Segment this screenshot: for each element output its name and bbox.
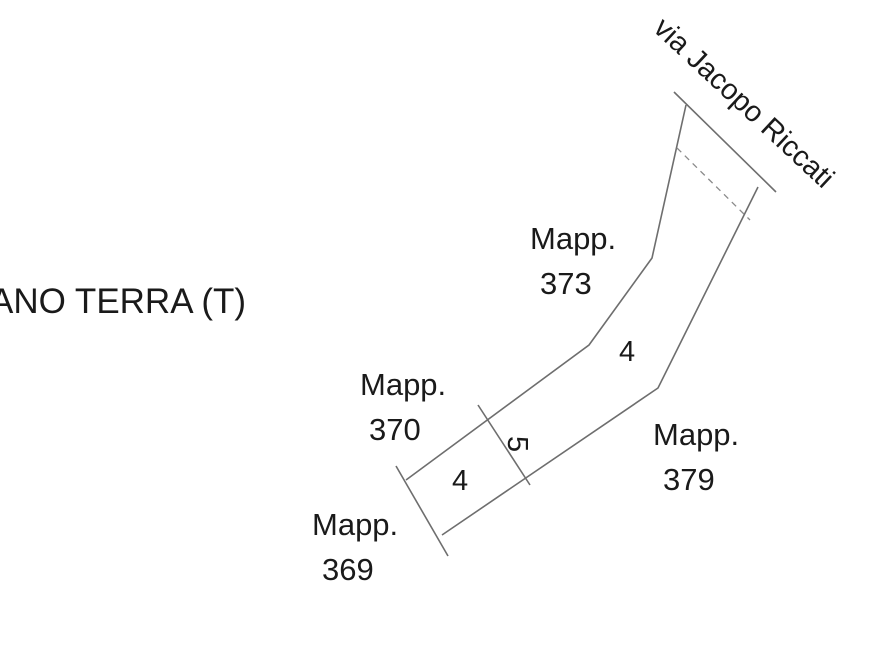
dimension-segment-length: 5 bbox=[501, 436, 533, 452]
parcel-label-379-line1: Mapp. bbox=[653, 417, 739, 452]
parcel-label-379: Mapp. 379 bbox=[653, 417, 739, 497]
parcel-label-369-line1: Mapp. bbox=[312, 507, 398, 542]
parcel-label-369-line2: 369 bbox=[322, 552, 374, 587]
floor-label: ANO TERRA (T) bbox=[0, 282, 246, 321]
parcel-left-boundary bbox=[405, 104, 687, 481]
parcel-right-boundary bbox=[441, 186, 759, 536]
parcel-label-373: Mapp. 373 bbox=[530, 221, 616, 301]
parcel-end-line bbox=[395, 465, 449, 557]
parcel-divider-line bbox=[477, 404, 531, 486]
dimension-upper-width: 4 bbox=[619, 336, 635, 368]
dimension-lower-width: 4 bbox=[452, 465, 468, 497]
street-boundary-line bbox=[673, 91, 777, 193]
parcel-label-370-line1: Mapp. bbox=[360, 367, 446, 402]
parcel-label-369: Mapp. 369 bbox=[312, 507, 398, 587]
street-label: via Jacopo Riccati bbox=[647, 12, 840, 195]
parcel-label-379-line2: 379 bbox=[663, 462, 715, 497]
parcel-label-370: Mapp. 370 bbox=[360, 367, 446, 447]
parcel-label-373-line1: Mapp. bbox=[530, 221, 616, 256]
parcel-label-370-line2: 370 bbox=[369, 412, 421, 447]
dashed-setback-line bbox=[676, 147, 751, 221]
parcel-label-373-line2: 373 bbox=[540, 266, 592, 301]
